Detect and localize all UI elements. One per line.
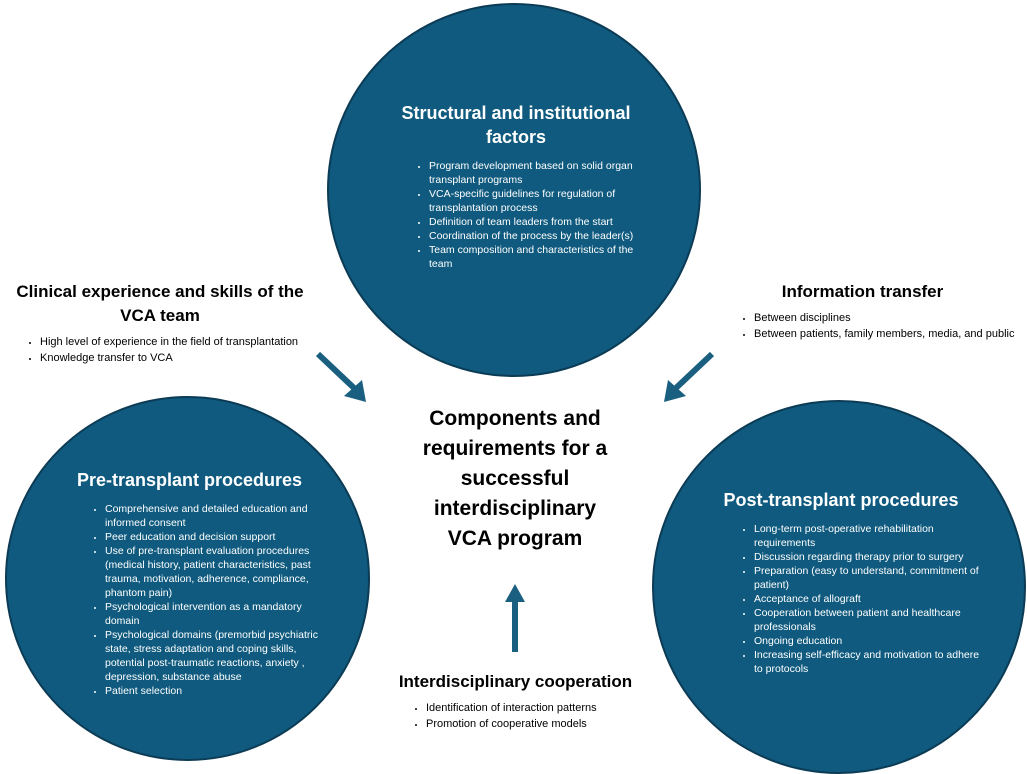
list-item: Identification of interaction patterns: [426, 700, 643, 716]
list-item: Ongoing education: [754, 634, 984, 648]
list-item: Psychological domains (premorbid psychia…: [105, 628, 335, 684]
list-item: Comprehensive and detailed education and…: [105, 502, 335, 530]
center-title-line-4: interdisciplinary: [433, 497, 597, 520]
structural-title-line-1: Structural and institutional: [401, 103, 631, 123]
list-item: Peer education and decision support: [105, 530, 335, 544]
list-item: Between patients, family members, media,…: [754, 326, 1025, 342]
list-item: Psychological intervention as a mandator…: [105, 600, 335, 628]
post-transplant-title: Post-transplant procedures: [723, 490, 959, 510]
list-item: Promotion of cooperative models: [426, 716, 643, 732]
list-item: Long-term post-operative rehabilitation …: [754, 522, 984, 550]
list-item: Increasing self-efficacy and motivation …: [754, 648, 984, 676]
list-item: Knowledge transfer to VCA: [40, 350, 315, 366]
list-item: Discussion regarding therapy prior to su…: [754, 550, 984, 564]
information-transfer-list: Between disciplines Between patients, fa…: [725, 310, 1025, 342]
arrow-up-icon: [505, 584, 525, 652]
structural-factors-list: Program development based on solid organ…: [411, 159, 659, 271]
interdisciplinary-cooperation-title: Interdisciplinary cooperation: [398, 672, 633, 691]
list-item: Acceptance of allograft: [754, 592, 984, 606]
post-transplant-list: Long-term post-operative rehabilitation …: [736, 522, 984, 676]
interdisciplinary-cooperation-list: Identification of interaction patterns P…: [388, 700, 643, 732]
center-title-line-1: Components and: [429, 407, 601, 430]
center-title-line-2: requirements for a: [422, 437, 608, 460]
center-title-line-3: successful: [460, 467, 570, 490]
pre-transplant-list: Comprehensive and detailed education and…: [87, 502, 335, 698]
list-item: Preparation (easy to understand, commitm…: [754, 564, 984, 592]
information-transfer-title: Information transfer: [781, 282, 944, 301]
list-item: Use of pre-transplant evaluation procedu…: [105, 544, 335, 600]
clinical-experience-block: Clinical experience and skills of the VC…: [5, 280, 315, 366]
clinical-title-line-1: Clinical experience and skills of the: [16, 282, 304, 301]
list-item: Between disciplines: [754, 310, 1025, 326]
center-title: Components and requirements for a succes…: [410, 404, 620, 554]
arrow-right-down-left-icon: [664, 351, 715, 402]
arrow-left-down-right-icon: [315, 351, 366, 402]
list-item: Cooperation between patient and healthca…: [754, 606, 984, 634]
structural-title-line-2: factors: [485, 127, 547, 147]
center-title-line-5: VCA program: [447, 527, 583, 550]
post-transplant-circle: Post-transplant procedures Long-term pos…: [652, 400, 1026, 774]
pre-transplant-circle: Pre-transplant procedures Comprehensive …: [5, 396, 370, 761]
list-item: Patient selection: [105, 684, 335, 698]
structural-factors-circle: Structural and institutional factors Pro…: [327, 3, 701, 377]
clinical-title-line-2: VCA team: [120, 306, 200, 325]
list-item: Team composition and characteristics of …: [429, 243, 659, 271]
list-item: Coordination of the process by the leade…: [429, 229, 659, 243]
interdisciplinary-cooperation-block: Interdisciplinary cooperation Identifica…: [388, 670, 643, 732]
structural-factors-title: Structural and institutional factors: [389, 101, 643, 149]
clinical-experience-list: High level of experience in the field of…: [5, 334, 315, 366]
information-transfer-block: Information transfer Between disciplines…: [725, 280, 1025, 342]
list-item: Program development based on solid organ…: [429, 159, 659, 187]
pre-transplant-title: Pre-transplant procedures: [76, 470, 303, 490]
clinical-experience-title: Clinical experience and skills of the VC…: [5, 280, 315, 328]
list-item: Definition of team leaders from the star…: [429, 215, 659, 229]
list-item: High level of experience in the field of…: [40, 334, 315, 350]
list-item: VCA-specific guidelines for regulation o…: [429, 187, 659, 215]
